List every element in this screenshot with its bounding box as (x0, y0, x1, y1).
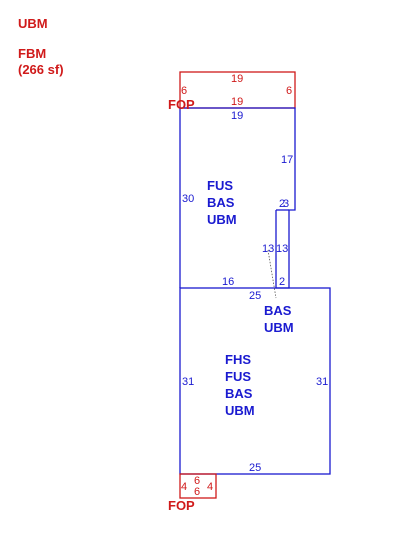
label-top-porch: FOP (168, 97, 195, 112)
dim-lower-left: 31 (182, 376, 194, 388)
dim-notch-b: 3 (283, 198, 289, 210)
dim-bottom-porch-left: 4 (181, 481, 187, 493)
dim-lower-bottom: 25 (249, 462, 261, 474)
upper-building-outline (180, 107, 296, 289)
dim-upper-top: 19 (231, 110, 243, 122)
legend-ubm: UBM (18, 16, 48, 31)
legend: UBM FBM (266 sf) (18, 16, 64, 78)
leader-line (267, 249, 277, 299)
dim-upper-right: 17 (281, 154, 293, 166)
lower-building-outline (179, 287, 331, 475)
upper-label-ubm: UBM (207, 212, 237, 227)
dim-lower-right: 31 (316, 376, 328, 388)
dim-bottom-porch-mid-bottom: 6 (194, 486, 200, 498)
lower-right-label-bas: BAS (264, 303, 292, 318)
dim-top-porch-left: 6 (181, 85, 187, 97)
dim-upper-left: 30 (182, 193, 194, 205)
upper-label-bas: BAS (207, 195, 235, 210)
label-bottom-porch: FOP (168, 498, 195, 513)
lower-label-fus: FUS (225, 369, 251, 384)
dim-top-porch-top: 19 (231, 73, 243, 85)
lower-label-fhs: FHS (225, 352, 251, 367)
dim-lower-top: 25 (249, 290, 261, 302)
upper-label-fus: FUS (207, 178, 233, 193)
lower-label-ubm: UBM (225, 403, 255, 418)
dim-notch-a: 2 (279, 198, 285, 210)
dim-upper-bottom: 16 (222, 276, 234, 288)
legend-fbm: FBM (18, 46, 47, 61)
dim-bottom-porch-right: 4 (207, 481, 213, 493)
dim-stem-bottom: 2 (279, 276, 285, 288)
dim-top-porch-right: 6 (286, 85, 292, 97)
lower-label-bas: BAS (225, 386, 253, 401)
dim-top-porch-bottom: 19 (231, 96, 243, 108)
dim-bottom-porch-mid-top: 6 (194, 475, 200, 487)
dim-stem-right: 13 (276, 243, 288, 255)
legend-fbm-area: (266 sf) (18, 62, 64, 77)
lower-right-label-ubm: UBM (264, 320, 294, 335)
bottom-porch-outline (179, 473, 217, 499)
dim-stem-left: 13 (262, 243, 274, 255)
